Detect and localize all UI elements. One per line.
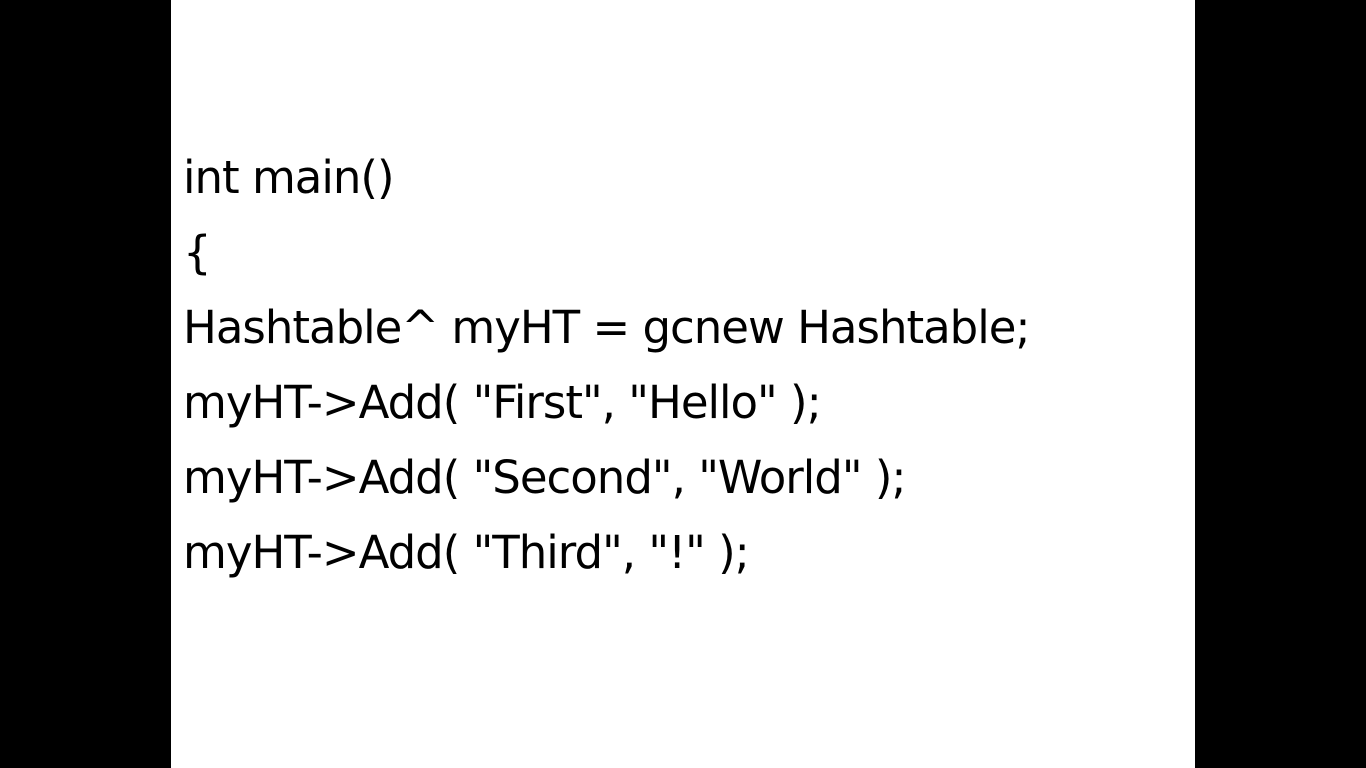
code-block: int main() { Hashtable^ myHT = gcnew Has… — [183, 140, 1031, 590]
code-line-add-first: myHT->Add( "First", "Hello" ); — [183, 376, 822, 429]
code-line-open-brace: { — [183, 226, 212, 279]
code-line-add-second: myHT->Add( "Second", "World" ); — [183, 451, 907, 504]
slide-canvas: int main() { Hashtable^ myHT = gcnew Has… — [171, 0, 1195, 768]
code-line-hashtable-decl: Hashtable^ myHT = gcnew Hashtable; — [183, 301, 1031, 354]
code-line-add-third: myHT->Add( "Third", "!" ); — [183, 526, 750, 579]
code-line-main-signature: int main() — [183, 151, 395, 204]
